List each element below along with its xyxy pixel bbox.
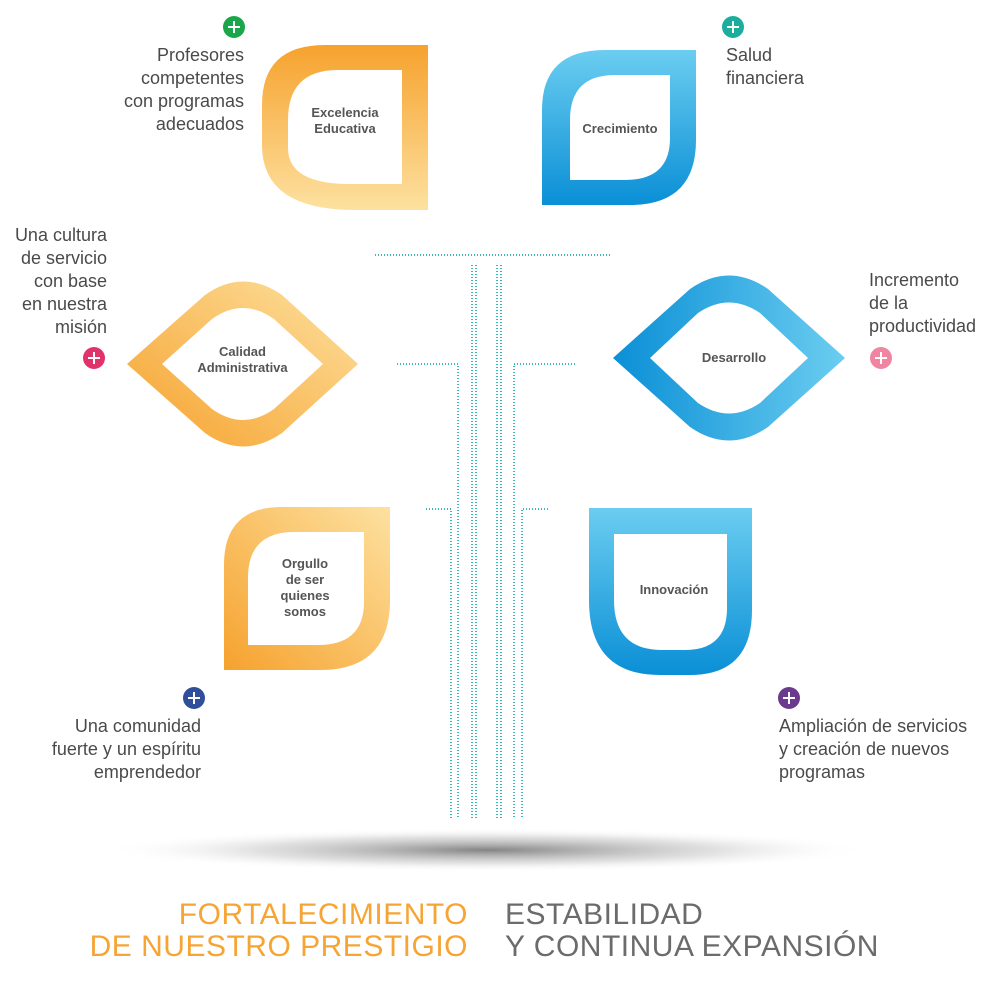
leaf-label-calidad: Calidad Administrativa <box>180 344 305 376</box>
leaf-innovacion <box>589 508 752 675</box>
plus-icon-calidad <box>83 347 105 369</box>
caption-orgullo: Una comunidad fuerte y un espíritu empre… <box>52 715 201 784</box>
leaf-desarrollo <box>613 275 845 441</box>
caption-line: con programas <box>123 91 244 111</box>
caption-line: competentes <box>140 68 244 88</box>
plus-icon-desarrollo <box>870 347 892 369</box>
plus-icon-excelencia <box>223 16 245 38</box>
caption-desarrollo: Incremento de la productividad <box>869 269 976 338</box>
caption-line: adecuados <box>155 114 244 134</box>
leaf-label-text: Excelencia Educativa <box>311 105 379 136</box>
leaf-label-line: quienes <box>280 588 330 603</box>
leaf-label-line: somos <box>284 604 326 619</box>
caption-line: misión <box>54 317 107 337</box>
plus-icon-orgullo <box>183 687 205 709</box>
leaf-label-excelencia: Excelencia Educativa <box>290 105 400 137</box>
footer-left-heading: FORTALECIMIENTO DE NUESTRO PRESTIGIO <box>90 899 468 963</box>
caption-line: Una comunidad <box>74 716 201 736</box>
caption-line: fuerte y un espíritu <box>51 739 201 759</box>
leaf-label-innovacion: Innovación <box>614 582 734 598</box>
leaf-label-line: Orgullo <box>281 556 329 571</box>
caption-line: Salud <box>726 45 773 65</box>
ground-shadow <box>102 828 872 872</box>
caption-line: emprendedor <box>93 762 201 782</box>
leaf-label-desarrollo: Desarrollo <box>674 350 794 366</box>
caption-line: programas <box>779 762 866 782</box>
caption-line: en nuestra <box>21 294 107 314</box>
plus-icon-crecimiento <box>722 16 744 38</box>
leaf-label-text: Innovación <box>639 582 709 597</box>
caption-line: Incremento <box>869 270 960 290</box>
plus-icon-innovacion <box>778 687 800 709</box>
leaf-excelencia-educativa <box>262 45 428 210</box>
footer-right-heading: ESTABILIDAD Y CONTINUA EXPANSIÓN <box>505 899 879 963</box>
caption-line: con base <box>33 271 107 291</box>
footer-line: DE NUESTRO PRESTIGIO <box>89 930 468 963</box>
caption-crecimiento: Salud financiera <box>726 44 804 90</box>
leaf-label-line: de ser <box>285 572 325 587</box>
leaf-label-crecimiento: Crecimiento <box>567 121 673 137</box>
footer-line: FORTALECIMIENTO <box>178 898 468 931</box>
footer-line: Y CONTINUA EXPANSIÓN <box>505 930 879 963</box>
stem <box>375 254 612 818</box>
footer-line: ESTABILIDAD <box>505 898 704 931</box>
leaf-calidad-administrativa <box>127 281 358 447</box>
leaf-crecimiento <box>542 50 696 205</box>
caption-line: Ampliación de servicios <box>779 716 968 736</box>
caption-line: Profesores <box>156 45 244 65</box>
caption-line: Una cultura <box>14 225 107 245</box>
leaf-label-text: Crecimiento <box>582 121 658 136</box>
leaf-orgullo <box>224 507 390 670</box>
caption-line: y creación de nuevos <box>779 739 950 759</box>
leaf-label-text: Calidad Administrativa <box>197 344 288 375</box>
caption-calidad: Una cultura de servicio con base en nues… <box>15 224 107 339</box>
caption-excelencia: Profesores competentes con programas ade… <box>124 44 244 136</box>
leaf-label-text: Desarrollo <box>701 350 767 365</box>
caption-line: productividad <box>869 316 977 336</box>
caption-line: de la <box>869 293 909 313</box>
leaf-label-orgullo: Orgullo de ser quienes somos <box>260 556 350 620</box>
caption-line: financiera <box>726 68 805 88</box>
caption-line: de servicio <box>20 248 107 268</box>
caption-innovacion: Ampliación de servicios y creación de nu… <box>779 715 967 784</box>
